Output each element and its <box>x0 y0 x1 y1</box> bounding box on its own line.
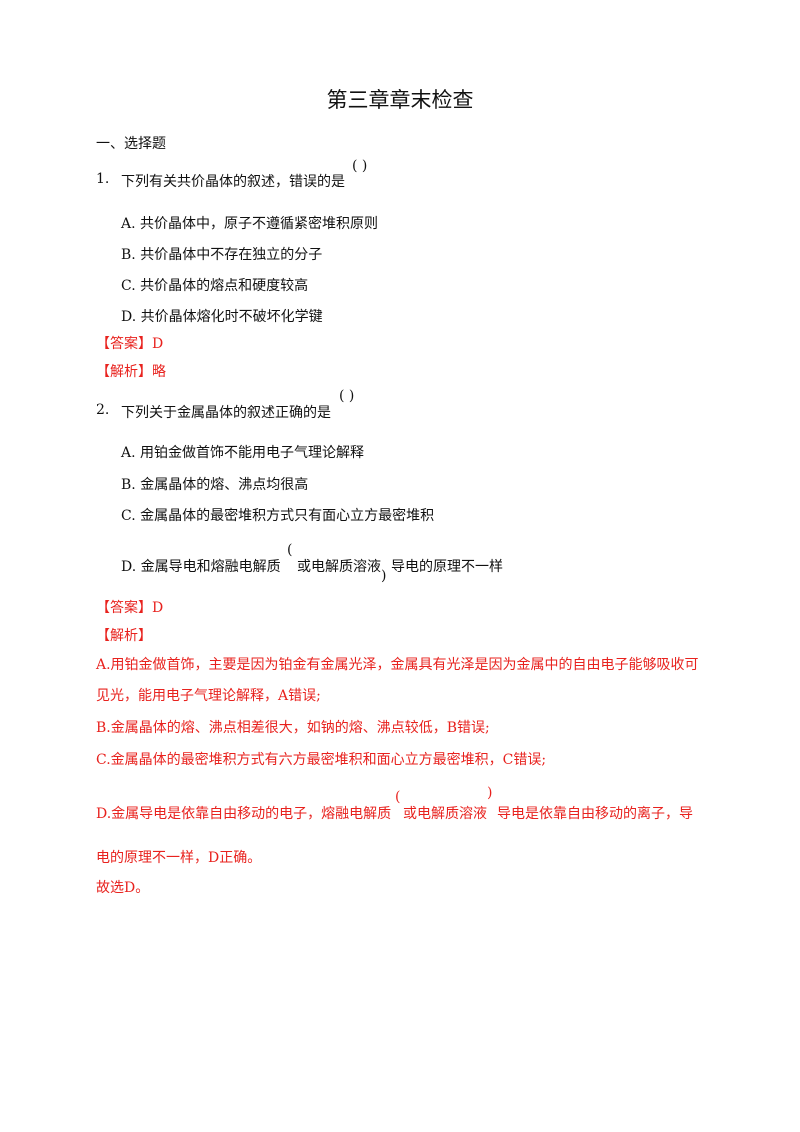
answer-line: 【答案】D <box>96 600 164 616</box>
explanation-d-line-2: 电的原理不一样，D正确。 <box>96 850 262 866</box>
explanation-d-text-start: D.金属导电是依靠自由移动的电子，熔融电解质 <box>96 806 392 822</box>
right-paren: ) <box>381 568 387 584</box>
question-stem: 下列关于金属晶体的叙述正确的是 <box>121 405 331 421</box>
section-heading: 一、选择题 <box>96 136 166 152</box>
option-d-text-start: D. 金属导电和熔融电解质 <box>121 559 281 575</box>
left-paren: ( <box>395 789 401 805</box>
analysis-line: 【解析】略 <box>96 364 166 380</box>
option-b: B. 共价晶体中不存在独立的分子 <box>121 247 323 263</box>
question-number: 2. <box>96 402 110 418</box>
option-a: A. 共价晶体中，原子不遵循紧密堆积原则 <box>121 216 379 232</box>
answer-parentheses: ( ) <box>352 158 368 174</box>
answer-line: 【答案】D <box>96 336 164 352</box>
conclusion: 故选D。 <box>96 880 150 896</box>
option-d-text-middle: 或电解质溶液 <box>297 559 381 575</box>
explanation-c: C.金属晶体的最密堆积方式有六方最密堆积和面心立方最密堆积，C错误; <box>96 752 547 768</box>
page-title: 第三章章末检查 <box>326 88 474 112</box>
explanation-d-text-end: 导电是依靠自由移动的离子，导 <box>497 806 693 822</box>
option-c: C. 共价晶体的熔点和硬度较高 <box>121 278 309 294</box>
question-stem: 下列有关共价晶体的叙述，错误的是 <box>121 174 345 190</box>
option-a: A. 用铂金做首饰不能用电子气理论解释 <box>121 445 365 461</box>
answer-parentheses: ( ) <box>339 388 355 404</box>
option-d: D. 共价晶体熔化时不破坏化学键 <box>121 309 323 325</box>
explanation-d-text-middle: 或电解质溶液 <box>403 806 487 822</box>
explanation-a-line-1: A.用铂金做首饰，主要是因为铂金有金属光泽，金属具有光泽是因为金属中的自由电子能… <box>96 657 699 673</box>
explanation-a-line-2: 见光，能用电子气理论解释，A错误; <box>96 688 321 704</box>
option-c: C. 金属晶体的最密堆积方式只有面心立方最密堆积 <box>121 508 435 524</box>
option-b: B. 金属晶体的熔、沸点均很高 <box>121 477 309 493</box>
option-d-text-end: 导电的原理不一样 <box>391 559 503 575</box>
left-paren: ( <box>287 542 293 558</box>
explanation-b: B.金属晶体的熔、沸点相差很大，如钠的熔、沸点较低，B错误; <box>96 720 490 736</box>
question-number: 1. <box>96 171 110 187</box>
analysis-label: 【解析】 <box>96 628 152 644</box>
right-paren: ) <box>487 785 493 801</box>
